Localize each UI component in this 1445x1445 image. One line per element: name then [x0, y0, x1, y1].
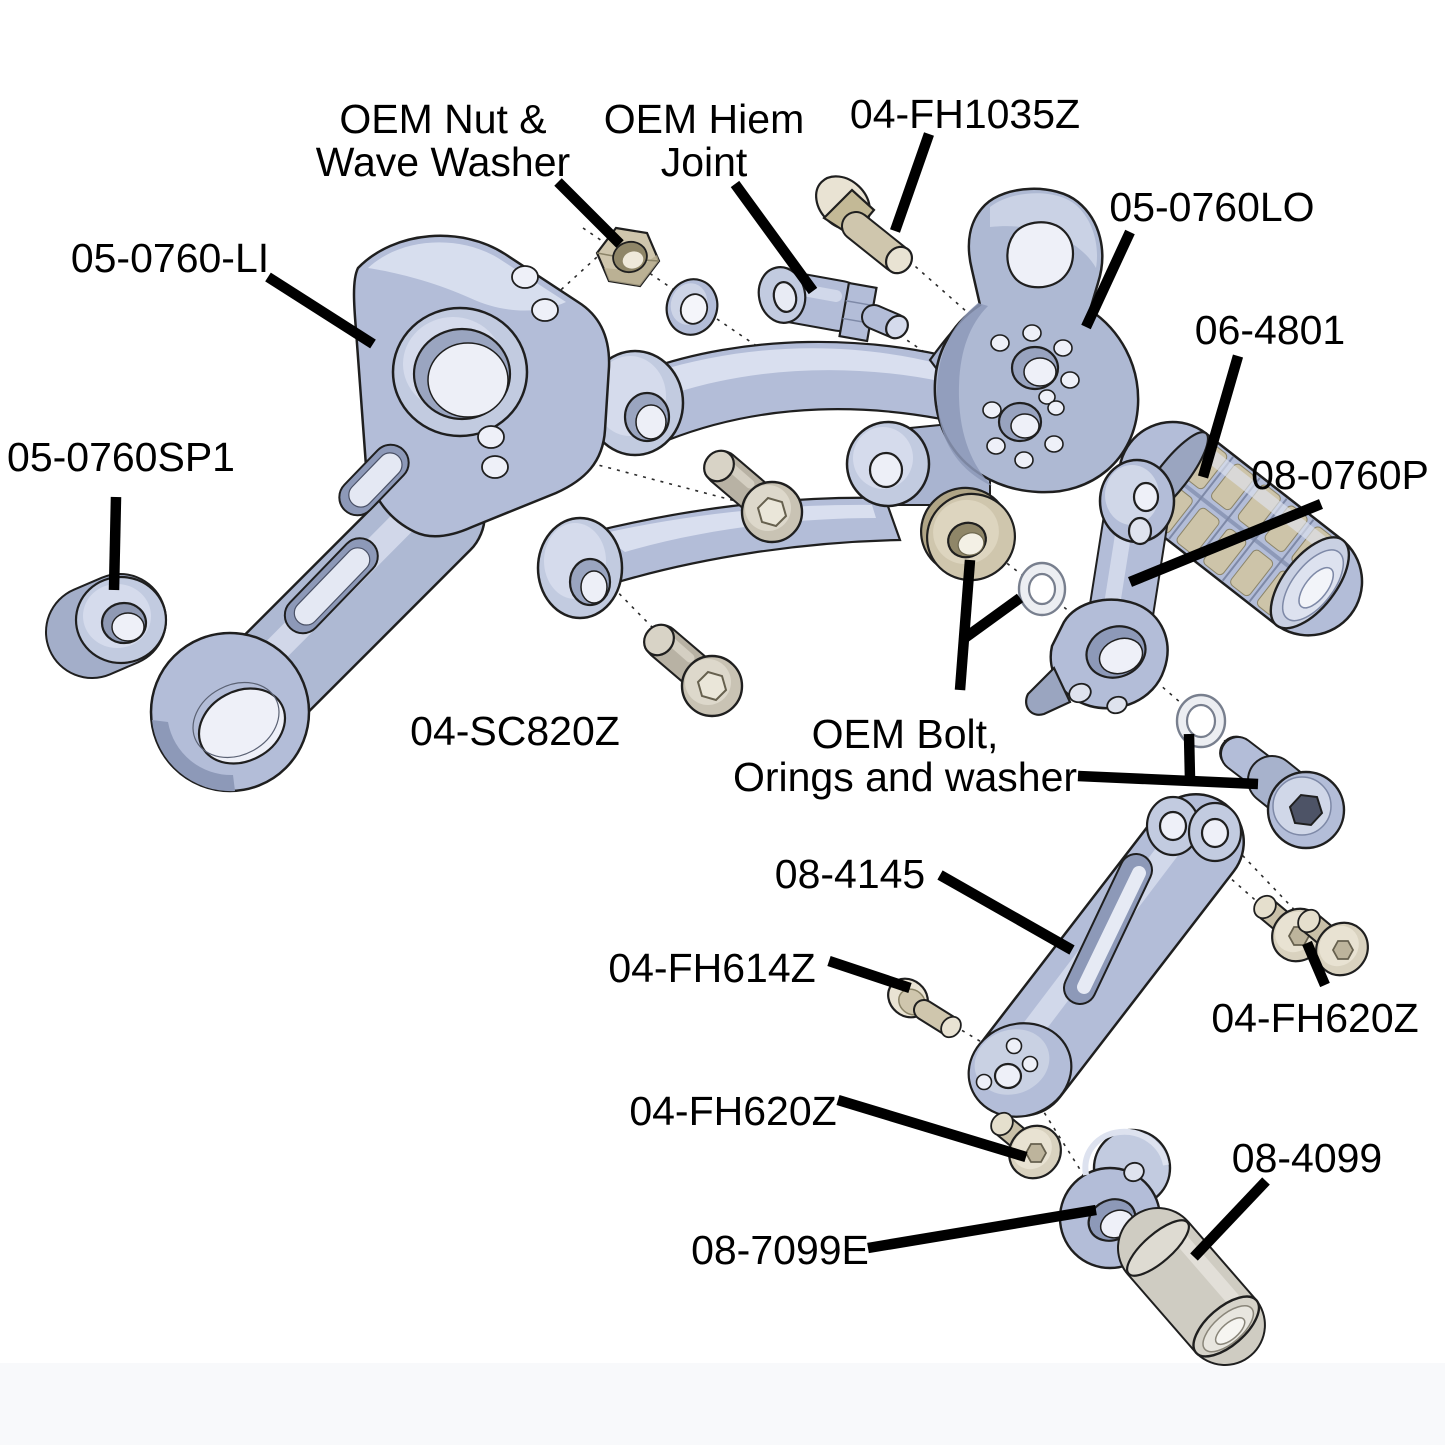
part-illustration-oem-hiem-joint [757, 266, 909, 343]
part-label-04-FH1035Z: 04-FH1035Z [850, 91, 1080, 137]
part-labels-layer: 05-0760-LI 05-0760SP1 OEM Nut &Wave Washer… [7, 91, 1429, 1273]
part-illustration-05-0760LO [933, 187, 1140, 494]
part-label-05-0760SP1: 05-0760SP1 [7, 434, 235, 480]
part-label-04-SC820Z: 04-SC820Z [410, 708, 620, 754]
leader-line-05-0760-LI [265, 272, 376, 349]
leader-line-oem-bolt-orings-washer [1077, 770, 1259, 790]
part-illustration-oem-bolt [1219, 735, 1346, 850]
part-label-oem-nut-wave-washer: OEM Nut &Wave Washer [316, 96, 570, 185]
leader-lines-layer [108, 132, 1330, 1261]
part-label-06-4801: 06-4801 [1195, 307, 1345, 353]
part-label-04-FH620Z-right: 04-FH620Z [1211, 995, 1418, 1041]
leader-line-oem-bolt-orings-washer [954, 559, 976, 691]
part-label-oem-bolt-orings-washer: OEM Bolt,Orings and washer [733, 711, 1077, 800]
part-label-05-0760LO: 05-0760LO [1109, 184, 1314, 230]
leader-line-05-0760LO [1081, 229, 1135, 330]
leader-line-08-4099 [1190, 1177, 1270, 1261]
part-illustration-04-FH1035Z [815, 175, 914, 275]
part-label-05-0760-LI: 05-0760-LI [71, 235, 269, 281]
part-label-08-4099: 08-4099 [1232, 1135, 1382, 1181]
part-label-08-4145: 08-4145 [775, 851, 925, 897]
footer-band [0, 1363, 1445, 1445]
leader-line-oem-bolt-orings-washer [958, 593, 1024, 645]
leader-line-08-0760P [1128, 499, 1323, 587]
leader-line-04-FH620Z-left [836, 1094, 1028, 1163]
leader-line-05-0760SP1 [108, 496, 122, 591]
part-label-04-FH614Z: 04-FH614Z [608, 945, 815, 991]
part-illustration-08-7099E [1058, 1128, 1172, 1270]
part-illustration-oem-washer [919, 486, 1017, 582]
leader-line-oem-hiem-joint [730, 180, 818, 295]
part-label-08-7099E: 08-7099E [691, 1227, 869, 1273]
leader-line-04-FH614Z [827, 956, 912, 993]
part-illustration-05-0760-LI [149, 234, 611, 793]
leader-line-04-FH620Z-right [1302, 940, 1330, 988]
leader-line-06-4801 [1197, 354, 1244, 479]
leader-line-08-4145 [937, 870, 1075, 955]
part-illustration-08-0760P [1025, 458, 1176, 716]
leader-line-04-FH1035Z [890, 132, 934, 233]
part-label-08-0760P: 08-0760P [1251, 452, 1429, 498]
leader-line-oem-bolt-orings-washer [1183, 733, 1196, 780]
part-illustration-oem-wave-washer [665, 278, 719, 336]
leader-line-08-7099E [867, 1204, 1097, 1254]
part-illustration-04-SC820Z-screw [703, 449, 804, 544]
leader-line-oem-nut-wave-washer [554, 178, 624, 248]
part-illustration-05-0760SP1 [45, 573, 168, 679]
part-illustration-oem-oring-1 [1017, 561, 1067, 617]
part-illustration-08-4145 [967, 793, 1245, 1118]
part-label-04-FH620Z-left: 04-FH620Z [629, 1088, 836, 1134]
